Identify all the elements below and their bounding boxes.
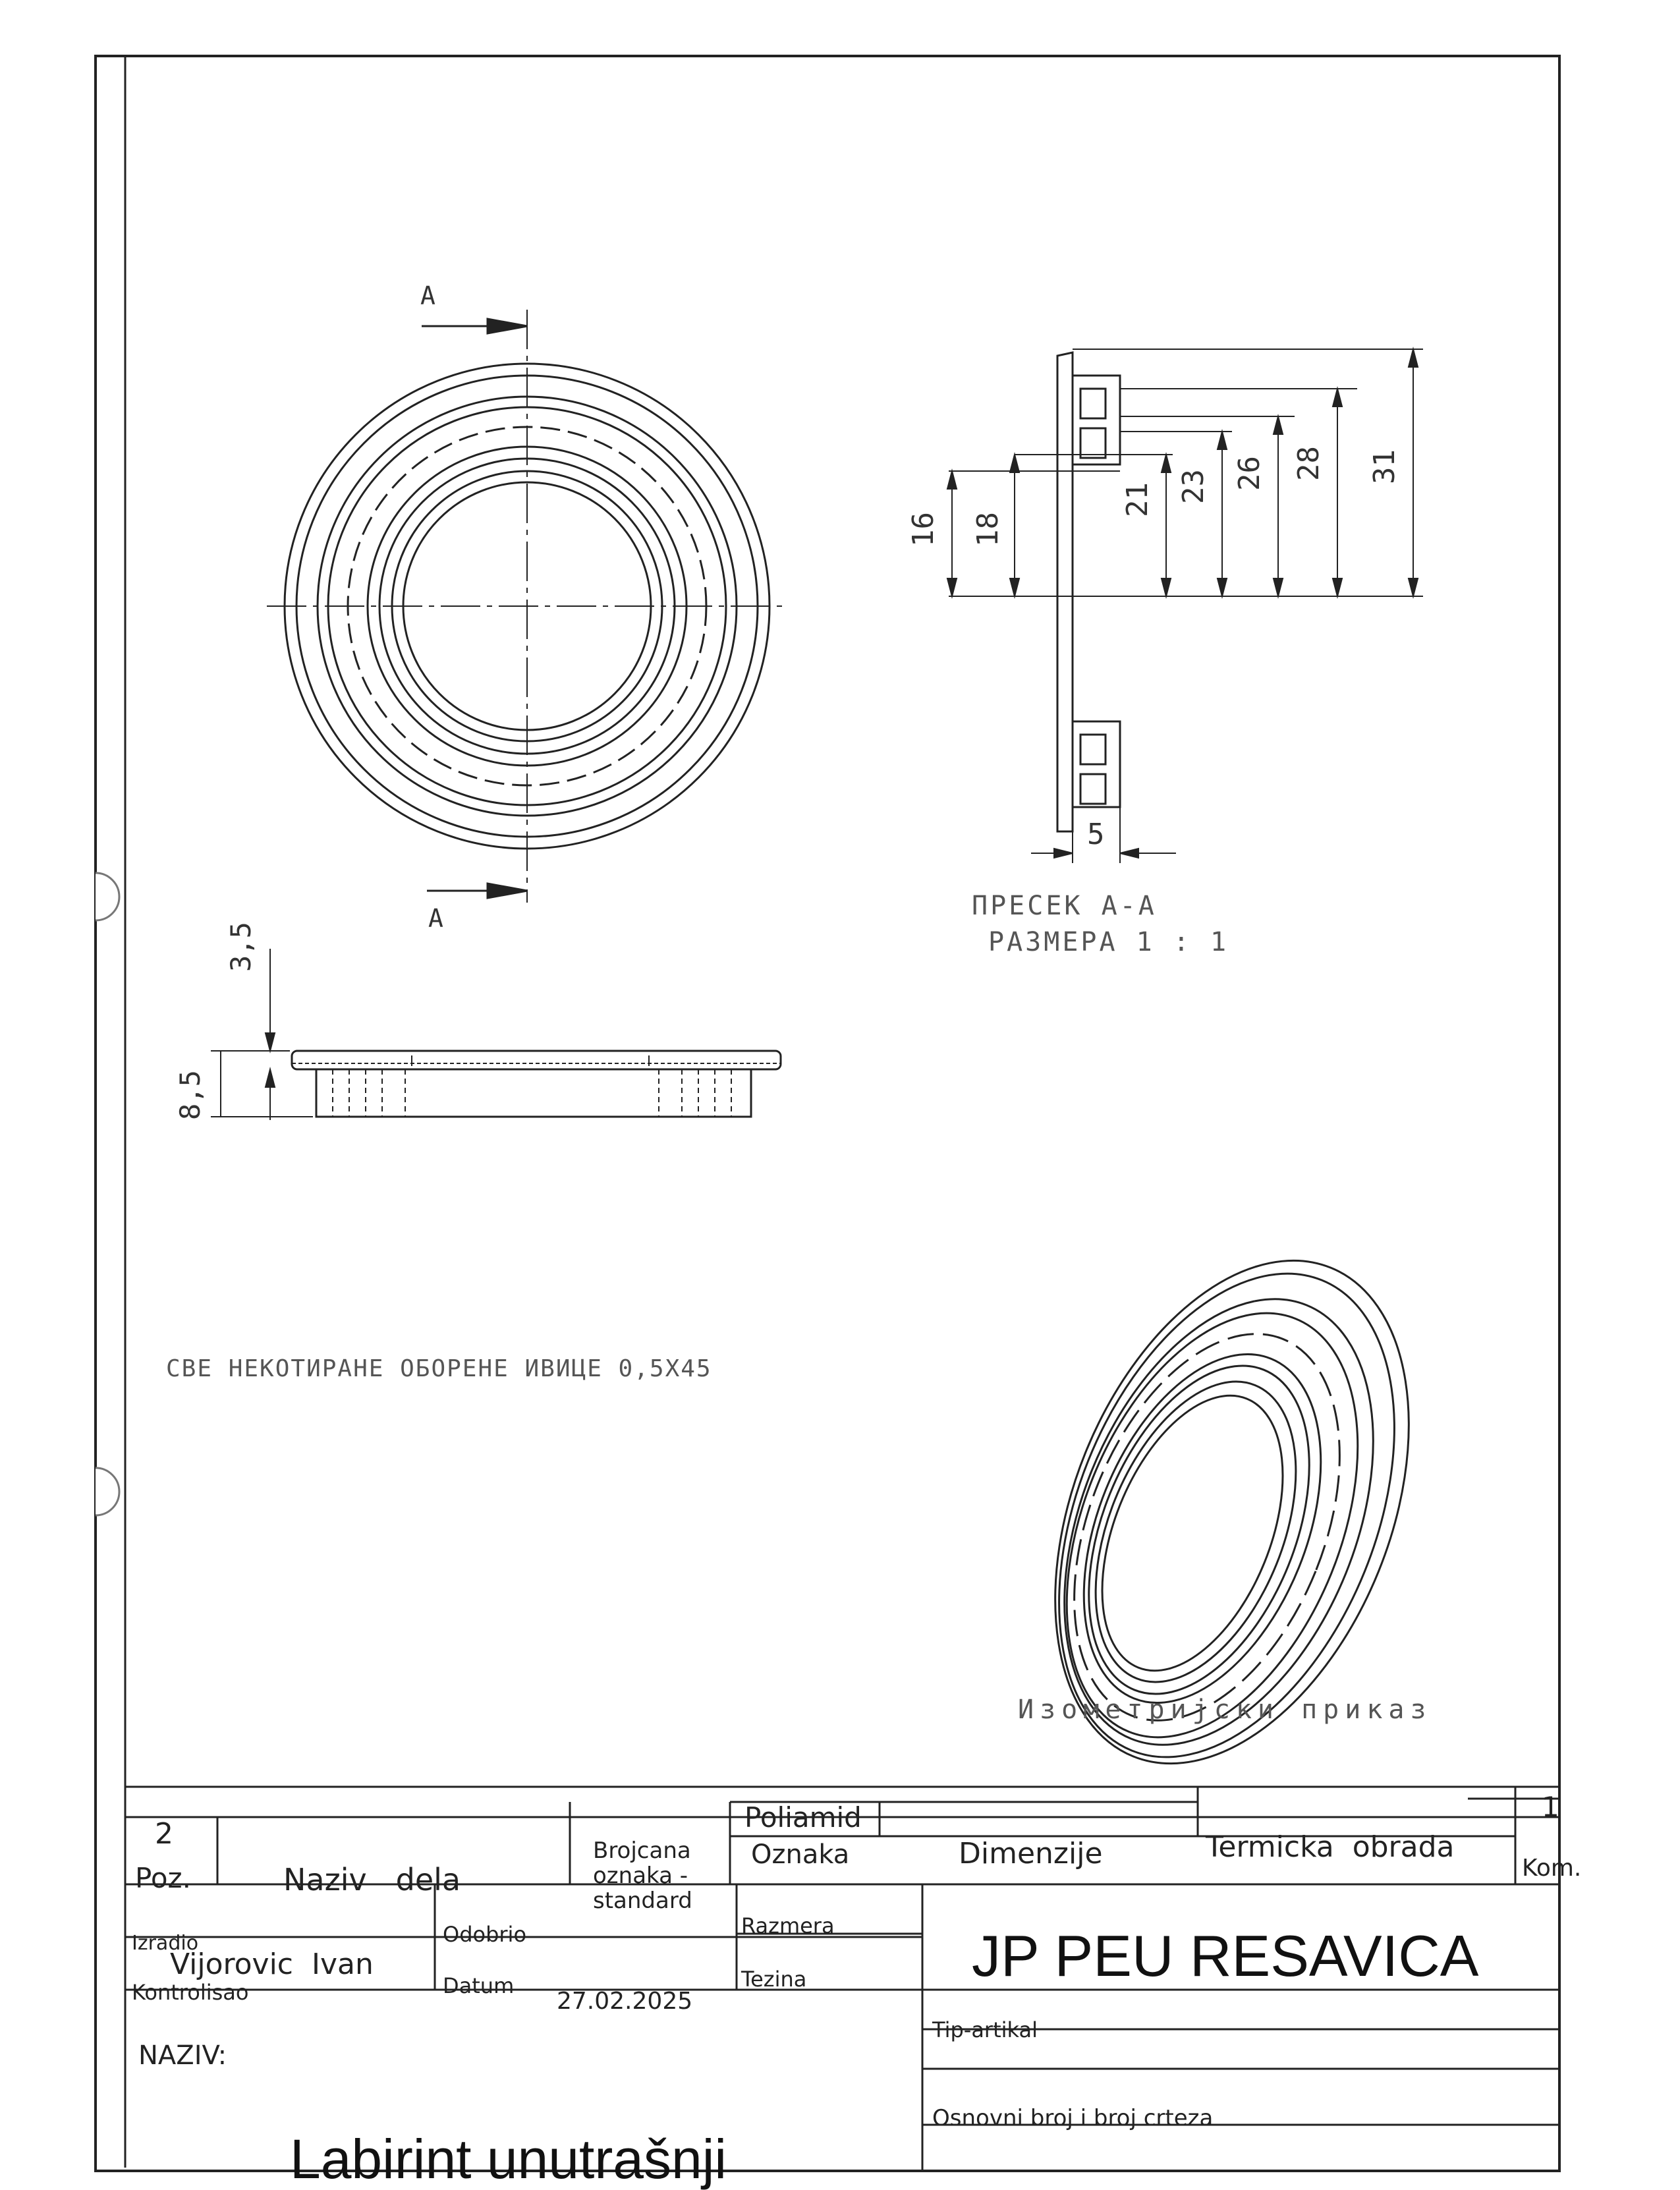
section-view bbox=[1056, 351, 1121, 833]
quantity-value: 1 bbox=[1542, 1791, 1559, 1823]
company-name: JP PEU RESAVICA bbox=[972, 1923, 1479, 1988]
dim-31: 31 bbox=[1368, 449, 1401, 484]
dim-side-top: 3,5 bbox=[225, 922, 257, 972]
isometric-caption: Изометриjски приказ bbox=[1018, 1695, 1432, 1725]
header-dimenzije: Dimenzije bbox=[959, 1837, 1103, 1870]
section-title: ПРЕСЕК А-А bbox=[972, 891, 1157, 921]
izradio-label: Izradio bbox=[132, 1932, 199, 1955]
header-poz: Poz. bbox=[135, 1862, 191, 1894]
kontrolisao-label: Kontrolisao bbox=[132, 1980, 249, 2005]
tezina-label: Tezina bbox=[741, 1967, 807, 1992]
osnovni-broj-label: Osnovni broj i broj crteza bbox=[932, 2105, 1214, 2131]
izradio-value: Vijorovic Ivan bbox=[170, 1948, 374, 1981]
datum-value: 27.02.2025 bbox=[557, 1988, 693, 2015]
sheet-border bbox=[94, 55, 1561, 2172]
header-oznaka: Oznaka bbox=[751, 1839, 850, 1870]
punch-hole bbox=[95, 1467, 121, 1517]
front-view-centerlines bbox=[267, 310, 787, 903]
side-view-dimensions bbox=[211, 949, 313, 1120]
header-naziv-dela: Naziv dela bbox=[283, 1862, 461, 1897]
side-view bbox=[291, 1050, 782, 1118]
part-name: Labirint unutrašnji bbox=[290, 2128, 727, 2190]
dim-26: 26 bbox=[1233, 456, 1266, 491]
header-kom: Kom. bbox=[1522, 1855, 1582, 1882]
section-arrow-bottom bbox=[427, 882, 528, 899]
tip-artikal-label: Tip-artikal bbox=[932, 2017, 1038, 2042]
razmera-label: Razmera bbox=[741, 1913, 835, 1938]
header-brojcana-2: oznaka - bbox=[593, 1863, 688, 1889]
section-marker-bottom: A bbox=[428, 904, 443, 933]
naziv-label: NAZIV: bbox=[138, 2040, 227, 2071]
header-brojcana-1: Brojcana bbox=[593, 1838, 691, 1864]
header-brojcana-3: standard bbox=[593, 1888, 692, 1914]
section-arrow-top bbox=[422, 318, 528, 335]
header-termicka: Termicka obrada bbox=[1206, 1830, 1455, 1864]
dim-28: 28 bbox=[1292, 446, 1326, 481]
dim-21: 21 bbox=[1121, 482, 1154, 517]
dim-16: 16 bbox=[907, 512, 940, 547]
section-scale: РАЗМЕРА 1 : 1 bbox=[988, 927, 1229, 957]
chamfer-note: СВЕ НЕКОТИРАНЕ ОБОРЕНЕ ИВИЦЕ 0,5Х45 bbox=[166, 1355, 712, 1382]
section-marker-top: A bbox=[420, 281, 435, 310]
dim-side-bottom: 8,5 bbox=[174, 1070, 206, 1120]
title-block-grid bbox=[125, 1785, 1559, 2171]
dim-18: 18 bbox=[971, 512, 1005, 547]
odobrio-label: Odobrio bbox=[443, 1922, 527, 1947]
isometric-view bbox=[1054, 1259, 1410, 1765]
datum-label: Datum bbox=[443, 1973, 515, 1998]
dim-5: 5 bbox=[1087, 818, 1105, 851]
material-value: Poliamid bbox=[744, 1801, 862, 1834]
dim-23: 23 bbox=[1177, 469, 1210, 504]
punch-hole bbox=[95, 872, 121, 922]
section-view-dimensions bbox=[946, 347, 1423, 863]
position-value: 2 bbox=[155, 1817, 173, 1851]
